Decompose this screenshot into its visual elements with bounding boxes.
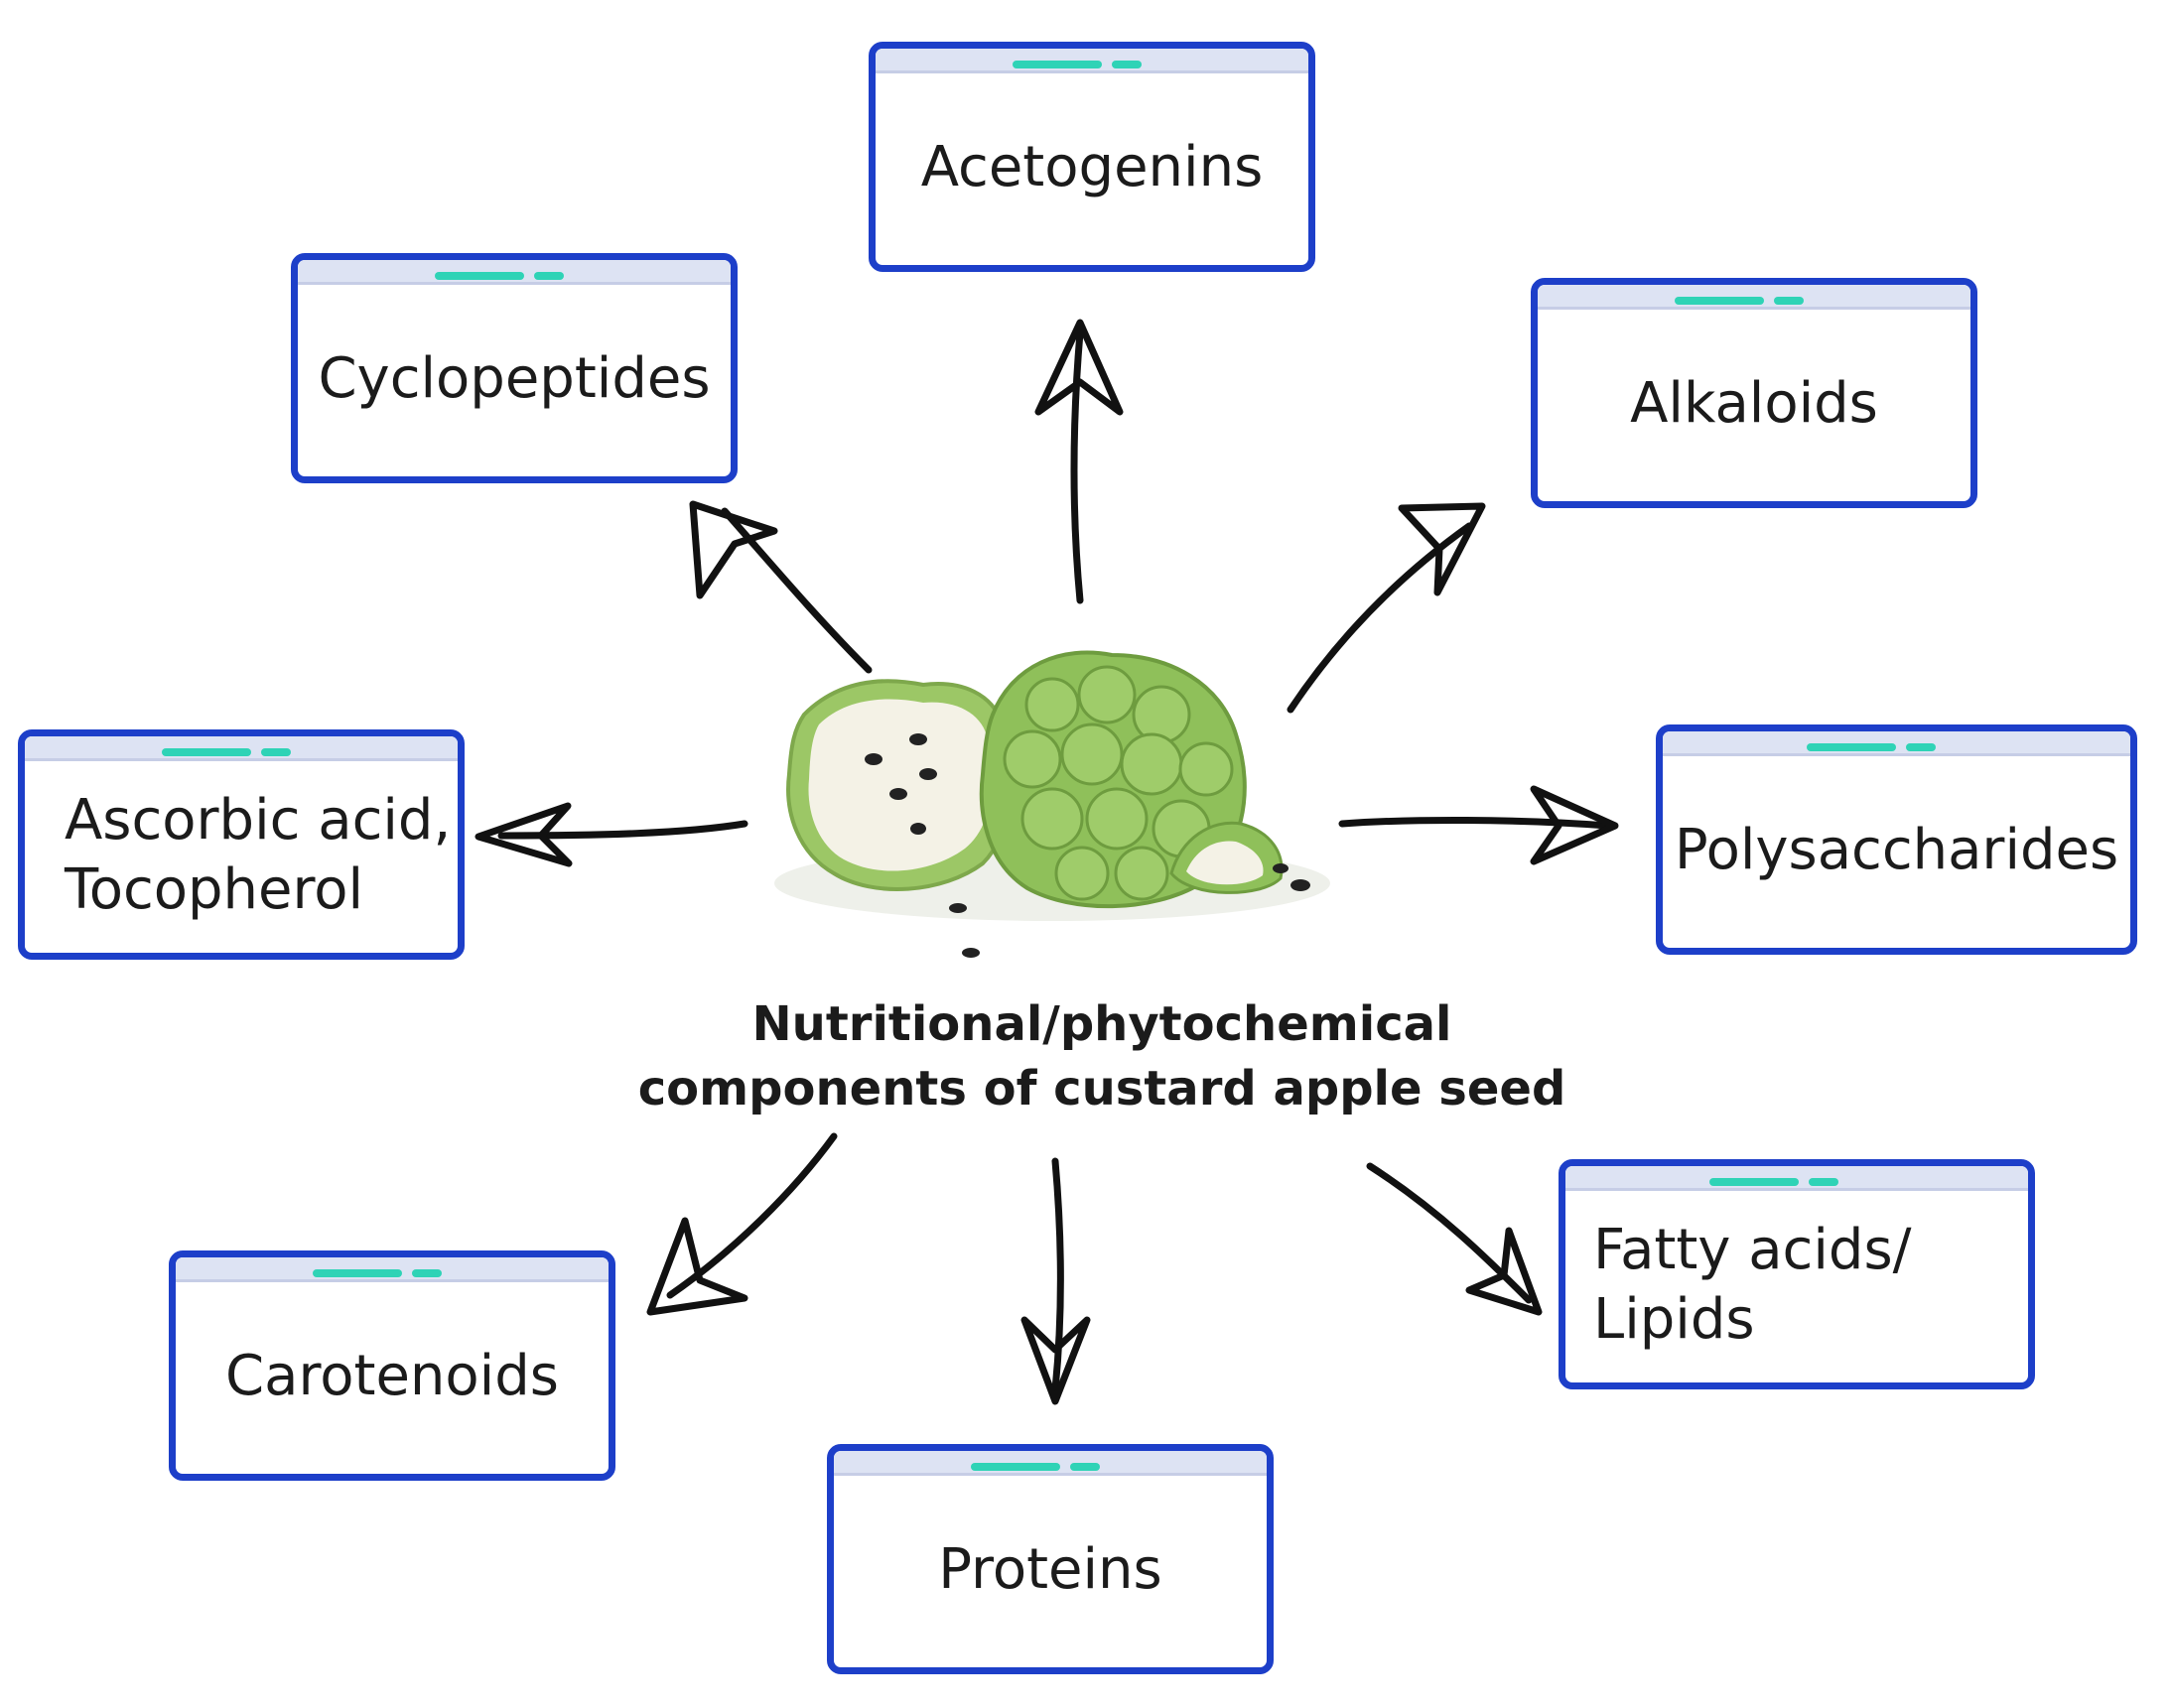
node-label: Polysaccharides [1674, 818, 2119, 882]
arrow-to-cyclopeptides [689, 500, 873, 674]
arrow-to-polysaccharides [1338, 785, 1619, 865]
center-title: Nutritional/phytochemical components of … [637, 996, 1566, 1117]
node-carotenoids: Carotenoids [169, 1250, 615, 1481]
node-proteins: Proteins [827, 1444, 1274, 1674]
node-ascorbic-acid-tocopherol: Ascorbic acid, Tocopherol [18, 729, 465, 960]
loose-seed [962, 948, 980, 958]
loose-seed [1290, 879, 1310, 891]
loose-seed [1273, 863, 1289, 873]
node-fatty-acids-lipids: Fatty acids/ Lipids [1559, 1159, 2035, 1389]
node-polysaccharides: Polysaccharides [1656, 724, 2137, 955]
arrow-to-alkaloids [1287, 502, 1486, 714]
node-label: Fatty acids/ Lipids [1593, 1218, 1912, 1352]
loose-seed [949, 903, 967, 913]
arrow-to-proteins [1020, 1157, 1091, 1405]
seed [865, 753, 882, 765]
arrow-to-acetogenins [1034, 319, 1124, 604]
node-acetogenins: Acetogenins [869, 42, 1315, 272]
arrow-to-ascorbic [475, 802, 748, 867]
seed [889, 788, 907, 800]
node-label: Proteins [938, 1537, 1162, 1602]
node-label: Alkaloids [1630, 371, 1878, 436]
seed [919, 768, 937, 780]
fruit-whole [979, 650, 1247, 909]
node-label: Carotenoids [225, 1344, 559, 1408]
node-cyclopeptides: Cyclopeptides [291, 253, 738, 483]
custard-apple-illustration [774, 650, 1330, 958]
node-label: Ascorbic acid, Tocopherol [65, 788, 452, 922]
seed [909, 733, 927, 745]
arrow-to-fatty-acids [1366, 1162, 1543, 1316]
arrows [475, 319, 1619, 1405]
fruit-piece [1169, 821, 1284, 894]
seed [910, 823, 926, 835]
fruit-cut-half [786, 679, 1014, 891]
node-label: Acetogenins [920, 135, 1264, 199]
arrow-to-carotenoids [646, 1132, 838, 1316]
node-alkaloids: Alkaloids [1531, 278, 1977, 508]
node-label: Cyclopeptides [318, 346, 711, 411]
